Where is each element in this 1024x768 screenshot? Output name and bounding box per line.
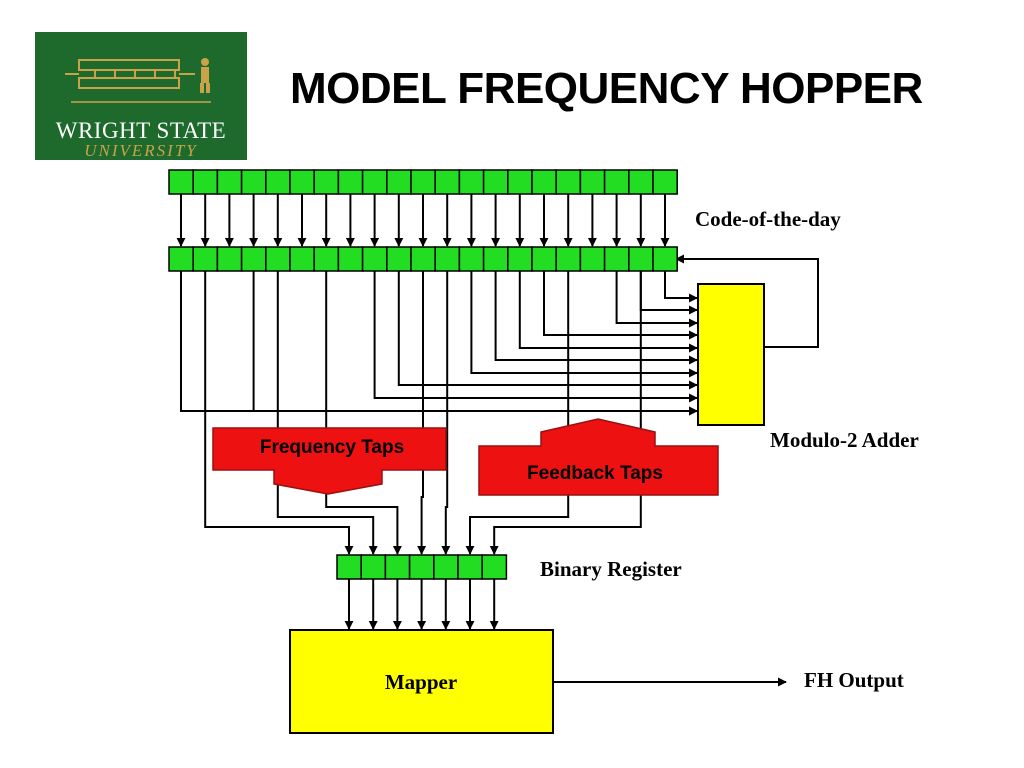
university-logo: WRIGHT STATE UNIVERSITY (35, 32, 247, 160)
shift-register-cell (337, 246, 364, 272)
frequency-tap-wire (441, 271, 451, 555)
code-register-cell (337, 169, 364, 195)
logo-wordmark-line2: UNIVERSITY (84, 141, 198, 160)
mapper-box (289, 629, 554, 734)
logo-wordmark-line1: WRIGHT STATE (55, 118, 227, 143)
binary-register-cell (433, 554, 459, 580)
shift-register-cell (507, 246, 533, 272)
shift-register-cell (265, 246, 291, 272)
code-register-cell (507, 169, 533, 195)
adder-tap-wire (373, 271, 698, 403)
shift-register-cell (386, 246, 412, 272)
code-register-cell (628, 169, 654, 195)
adder-tap-wire (615, 271, 698, 328)
shift-register-cell (579, 246, 606, 272)
adder-tap-wire (543, 271, 698, 340)
code-register-cell (410, 169, 436, 195)
binary-register-cell (384, 554, 411, 580)
shift-register-cell (555, 246, 582, 272)
shift-register-cell (652, 246, 678, 272)
shift-register-cell (240, 246, 267, 272)
code-register-cell (313, 169, 340, 195)
code-register-cell (482, 169, 509, 195)
shift-register-cell (313, 246, 340, 272)
code-register-cell (240, 169, 267, 195)
frequency-taps-label: Frequency Taps (260, 437, 404, 458)
code-of-the-day-label: Code-of-the-day (695, 207, 841, 231)
shift-register-cell (434, 246, 461, 272)
code-register-cell (555, 169, 582, 195)
code-register-cell (386, 169, 412, 195)
shift-register-cell (531, 246, 557, 272)
code-register-cell (603, 169, 630, 195)
frequency-tap-wire (204, 271, 354, 555)
shift-register-cell (603, 246, 630, 272)
adder-tap-wire (518, 271, 698, 353)
binary-register-cell (336, 554, 362, 580)
frequency-tap-wire (276, 271, 378, 555)
shift-register-cell (361, 246, 388, 272)
binary-register (336, 554, 508, 580)
binary-register-cell (408, 554, 435, 580)
adder-tap-wire (397, 271, 698, 390)
adder-tap-wire (470, 271, 698, 378)
feedback-taps-label: Feedback Taps (527, 463, 663, 484)
frequency-tap-wire (417, 271, 427, 555)
code-register-cell (289, 169, 315, 195)
adder-tap-wire (664, 271, 698, 303)
shift-register-cell (192, 246, 219, 272)
shift-register-cell (168, 246, 194, 272)
frequency-tap-wire (325, 271, 402, 555)
code-register-cell (652, 169, 678, 195)
feedback-taps-arrow (478, 418, 719, 496)
fh-output-label: FH Output (804, 668, 904, 692)
mapper-label: Mapper (385, 670, 457, 694)
code-register-cell (531, 169, 557, 195)
slide-title: MODEL FREQUENCY HOPPER (290, 64, 923, 113)
code-register-cell (458, 169, 485, 195)
code-register-cell (579, 169, 606, 195)
shift-register-cell (458, 246, 485, 272)
shift-register-cell (410, 246, 436, 272)
code-register-cell (361, 169, 388, 195)
code-register-cell (192, 169, 219, 195)
binary-register-label: Binary Register (540, 557, 682, 581)
feedback-wire (675, 254, 819, 348)
frequency-tap-wire (489, 271, 642, 555)
code-register-cell (265, 169, 291, 195)
shift-register-cell (289, 246, 315, 272)
binary-register-cell (481, 554, 508, 580)
code-register-cell (216, 169, 243, 195)
code-register-cell (168, 169, 194, 195)
adder-tap-wire (639, 271, 698, 315)
adder-tap-wire (252, 271, 698, 416)
shift-register (168, 246, 678, 272)
frequency-taps-arrow (212, 427, 447, 495)
code-register-cell (434, 169, 461, 195)
shift-register-cell (628, 246, 654, 272)
shift-register-cell (482, 246, 509, 272)
code-of-the-day-register (168, 169, 678, 195)
binary-register-cell (457, 554, 483, 580)
adder-tap-wire (494, 271, 698, 365)
modulo-2-adder-box (697, 283, 765, 426)
frequency-tap-wire (465, 271, 570, 555)
binary-register-cell (360, 554, 387, 580)
adder-tap-wire (180, 271, 698, 416)
shift-register-cell (216, 246, 243, 272)
modulo-2-adder-label: Modulo-2 Adder (770, 428, 919, 452)
wright-flyer-icon (65, 58, 211, 103)
